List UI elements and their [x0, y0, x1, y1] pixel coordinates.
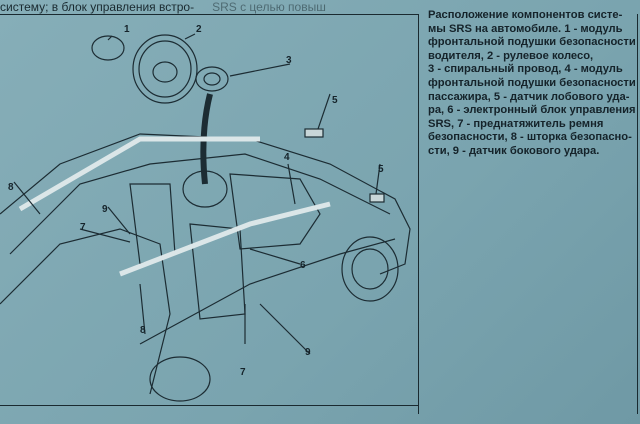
callout-2: 2 — [196, 24, 202, 35]
caption-line: водителя, 2 - рулевое колесо, — [428, 49, 594, 62]
caption-line: ра, 6 - электронный блок управления — [428, 104, 636, 117]
caption-line: фронтальной подушки безопасности — [428, 36, 636, 49]
car-roof — [0, 133, 411, 275]
steering-wheel — [132, 34, 198, 104]
dashboard-wheel — [182, 170, 228, 208]
caption-line: мы SRS на автомобиле. 1 - модуль — [428, 22, 623, 35]
caption-line: 3 - спиральный провод, 4 - модуль — [428, 63, 623, 76]
srs-diagram — [0, 33, 411, 402]
callout-3: 3 — [286, 55, 292, 66]
front-wheel — [341, 236, 399, 302]
previous-text-line: систему; в блок управления встро-SRS с ц… — [0, 0, 326, 14]
callout-7: 7 — [80, 222, 86, 233]
callout-6: 6 — [300, 260, 306, 271]
callout-7b: 7 — [240, 367, 246, 378]
callout-9: 9 — [102, 204, 108, 215]
seat — [129, 183, 176, 265]
dashboard — [229, 173, 321, 250]
callout-8b: 8 — [140, 325, 146, 336]
caption-frame — [418, 14, 638, 414]
caption-line: пассажира, 5 - датчик лобового уда- — [428, 90, 630, 103]
callout-4: 4 — [284, 152, 290, 163]
spiral-cable — [195, 66, 229, 92]
figure-caption: Расположение компонентов систе- мы SRS н… — [428, 9, 636, 159]
caption-line: сти, 9 - датчик бокового удара. — [428, 144, 600, 157]
callout-1: 1 — [124, 24, 130, 35]
callout-5b: 5 — [378, 164, 384, 175]
front-sensor — [304, 128, 324, 138]
callout-9b: 9 — [305, 347, 311, 358]
callout-8: 8 — [8, 182, 14, 193]
caption-line: фронтальной подушки безопасности — [428, 76, 636, 89]
curtain-airbag — [18, 136, 260, 212]
caption-line: SRS, 7 - преднатяжитель ремня — [428, 117, 604, 130]
caption-line: Расположение компонентов систе- — [428, 9, 623, 21]
caption-line: безопасности, 8 - шторка безопасно- — [428, 131, 632, 144]
rear-wheel — [149, 356, 211, 402]
front-sensor — [369, 193, 385, 203]
driver-airbag-module — [91, 35, 125, 61]
callout-5: 5 — [332, 95, 338, 106]
